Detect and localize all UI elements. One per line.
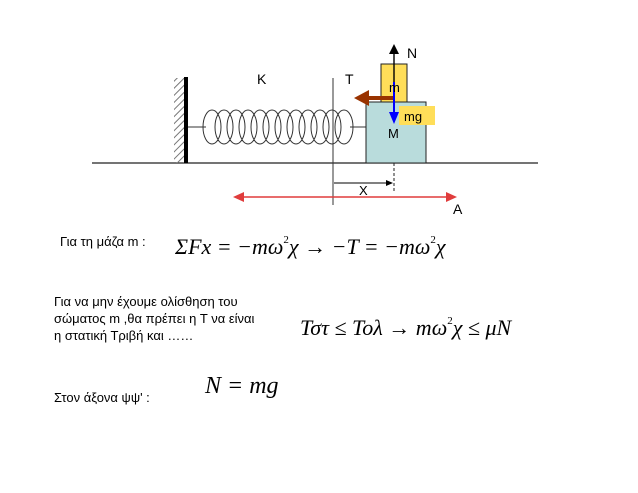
eq2-sq: 2	[447, 315, 453, 327]
eq1-eq: = −mω	[211, 234, 284, 259]
label-x: X	[359, 183, 368, 198]
label-A: A	[453, 201, 463, 217]
axis-label: Στον άξονα ψψ' :	[54, 390, 150, 405]
displacement-arrowhead	[386, 180, 393, 186]
amplitude-arrowhead-right	[446, 192, 457, 202]
label-m: m	[389, 80, 400, 95]
label-K: K	[257, 71, 267, 87]
eq1-chi2: χ	[435, 234, 446, 259]
condition-line-3: η στατική Τριβή και ……	[54, 328, 194, 343]
amplitude-arrowhead-left	[233, 192, 244, 202]
condition-text: Για να μην έχουμε ολίσθηση του σώματος m…	[54, 293, 254, 344]
mass-label: Για τη μάζα m :	[60, 234, 146, 249]
label-T: T	[345, 71, 354, 87]
mg-tag	[399, 106, 435, 125]
condition-line-1: Για να μην έχουμε ολίσθηση του	[54, 294, 238, 309]
normal-force-arrowhead	[389, 44, 399, 54]
eq1-sq: 2	[283, 234, 289, 246]
wall-hatching	[174, 78, 185, 163]
equation-newton: ΣFx = −mω2χ → −Τ = −mω2χ	[175, 234, 446, 260]
eq1-chi: χ	[288, 234, 299, 259]
gravity-arrowhead	[389, 112, 399, 124]
eq1-arrow: → −Τ = −mω	[298, 234, 431, 259]
eq2-lhs: Τστ ≤ Τολ → mω	[300, 315, 448, 340]
label-M: M	[388, 126, 399, 141]
eq3-text: N = mg	[205, 373, 279, 399]
friction-arrowhead	[354, 90, 369, 106]
eq1-sq2: 2	[430, 234, 436, 246]
eq2-rhs: χ ≤ μN	[452, 315, 512, 340]
condition-line-2: σώματος m ,θα πρέπει η T να είναι	[54, 311, 255, 326]
eq1-sum-fx: ΣFx	[175, 234, 212, 259]
equation-normal: N = mg	[205, 373, 279, 400]
spring	[188, 109, 366, 145]
equation-friction: Τστ ≤ Τολ → mω2χ ≤ μN	[300, 315, 511, 341]
label-N: N	[407, 45, 417, 61]
label-mg: mg	[404, 109, 422, 124]
